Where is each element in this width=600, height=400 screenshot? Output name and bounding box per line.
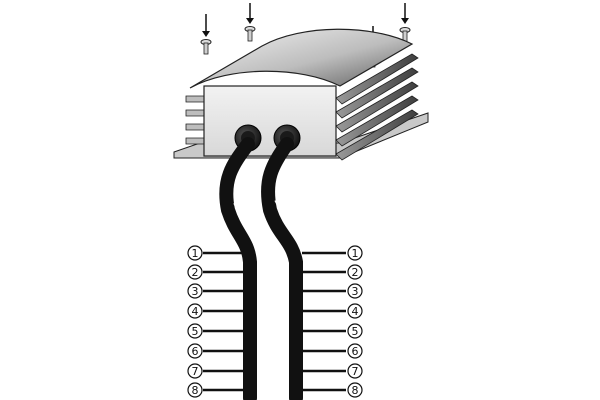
arrow-down-icon bbox=[246, 18, 254, 24]
wire-number-left-4: 4 bbox=[187, 303, 203, 319]
wire-number-right-6: 6 bbox=[347, 343, 363, 359]
housing-top bbox=[189, 28, 414, 89]
mounting-screw-1 bbox=[200, 14, 212, 55]
mounting-screw-4 bbox=[399, 3, 411, 43]
wire-number-left-6: 6 bbox=[187, 343, 203, 359]
wires-left bbox=[203, 251, 244, 392]
wire-numbers-left: 1 2 3 4 5 6 7 8 bbox=[187, 245, 203, 398]
wire-number-label: 7 bbox=[352, 365, 359, 378]
wire-number-left-2: 2 bbox=[187, 264, 203, 280]
heatsink-fins-right bbox=[335, 53, 419, 161]
wire-number-label: 3 bbox=[192, 285, 199, 298]
wire-number-label: 6 bbox=[352, 345, 359, 358]
wire-number-right-7: 7 bbox=[347, 363, 363, 379]
wire-number-label: 4 bbox=[192, 305, 199, 318]
wire-number-left-1: 1 bbox=[187, 245, 203, 261]
wire-number-label: 6 bbox=[192, 345, 199, 358]
wire-number-label: 4 bbox=[352, 305, 359, 318]
wire-number-label: 5 bbox=[352, 325, 359, 338]
mounting-screw-2 bbox=[244, 3, 256, 42]
wire-number-label: 8 bbox=[192, 384, 199, 397]
wire-number-right-2: 2 bbox=[347, 264, 363, 280]
wire-number-label: 8 bbox=[352, 384, 359, 397]
arrow-down-icon bbox=[401, 18, 409, 24]
wire-number-label: 3 bbox=[352, 285, 359, 298]
wire-number-right-1: 1 bbox=[347, 245, 363, 261]
wire-number-left-7: 7 bbox=[187, 363, 203, 379]
housing-front bbox=[203, 85, 337, 157]
wire-number-label: 7 bbox=[192, 365, 199, 378]
heatsink-fins-left bbox=[185, 95, 205, 145]
wire-number-left-8: 8 bbox=[187, 382, 203, 398]
wire-numbers-right: 1 2 3 4 5 6 7 8 bbox=[347, 245, 363, 398]
wire-number-right-8: 8 bbox=[347, 382, 363, 398]
arrow-down-icon bbox=[202, 31, 210, 37]
wire-number-right-3: 3 bbox=[347, 283, 363, 299]
wire-number-label: 2 bbox=[192, 266, 199, 279]
wires-right bbox=[302, 251, 346, 392]
wire-number-right-4: 4 bbox=[347, 303, 363, 319]
wire-number-label: 1 bbox=[352, 247, 359, 260]
converter-housing bbox=[173, 28, 429, 161]
wire-number-right-5: 5 bbox=[347, 323, 363, 339]
wire-number-label: 2 bbox=[352, 266, 359, 279]
cable-output: 12 V OUT bbox=[261, 137, 303, 400]
wire-number-left-3: 3 bbox=[187, 283, 203, 299]
wire-number-left-5: 5 bbox=[187, 323, 203, 339]
wire-number-label: 1 bbox=[192, 247, 199, 260]
wire-number-label: 5 bbox=[192, 325, 199, 338]
